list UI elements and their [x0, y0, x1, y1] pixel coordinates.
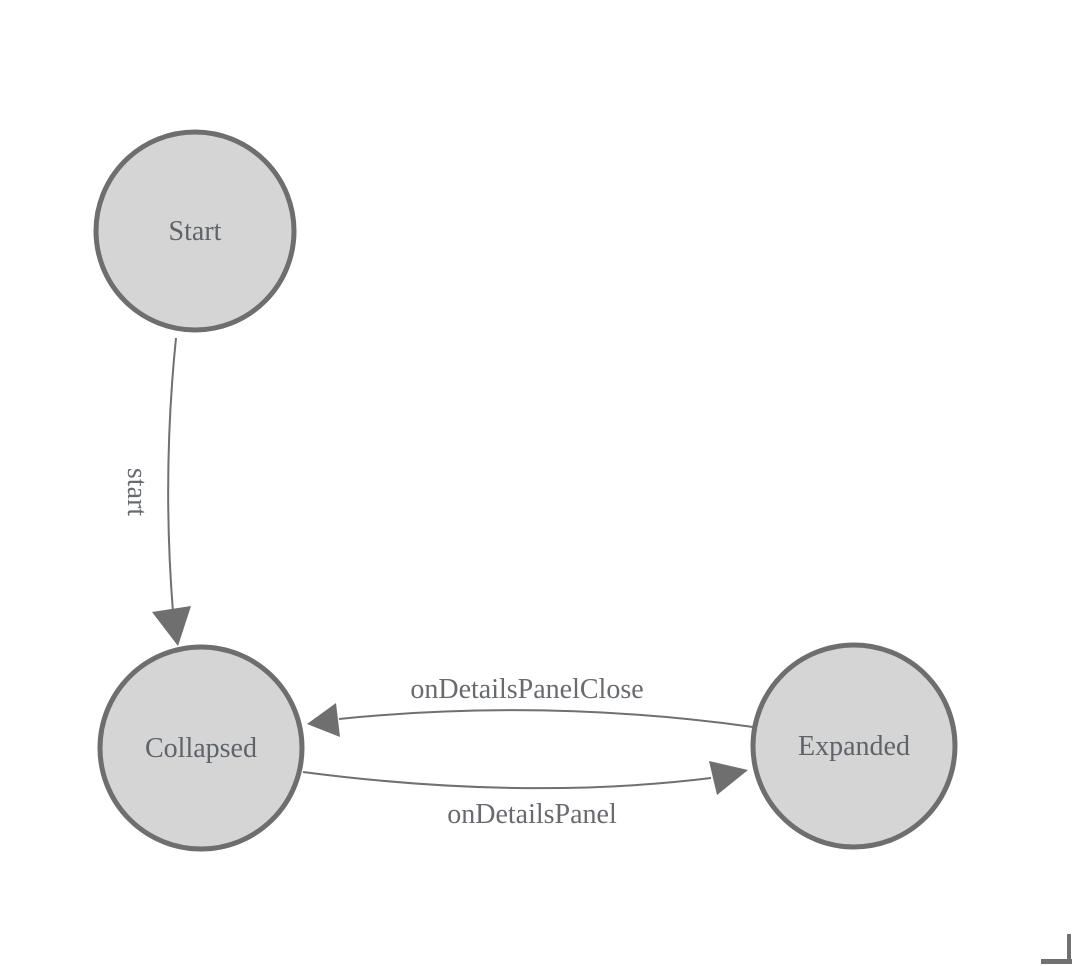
state-label-start: Start	[169, 216, 222, 247]
edge-start-to-collapsed	[167, 337, 177, 613]
resize-corner-icon[interactable]	[1041, 934, 1072, 964]
state-node-expanded[interactable]	[750, 642, 958, 850]
edge-label-ondetailspanel[interactable]: onDetailsPanel	[447, 799, 617, 830]
state-node-collapsed[interactable]	[97, 644, 305, 852]
arrowhead-into-collapsed-top	[152, 606, 191, 646]
state-node-start[interactable]	[93, 129, 297, 333]
arrowhead-into-collapsed-right	[307, 703, 340, 737]
state-label-expanded: Expanded	[798, 731, 910, 762]
state-label-collapsed: Collapsed	[145, 733, 257, 764]
edge-label-ondetailspanelclose[interactable]: onDetailsPanelClose	[410, 674, 643, 705]
arrowhead-into-expanded	[709, 761, 748, 795]
edge-expanded-to-collapsed	[338, 709, 754, 728]
edge-collapsed-to-expanded	[302, 771, 712, 790]
edge-label-start-event[interactable]: start	[121, 468, 152, 516]
